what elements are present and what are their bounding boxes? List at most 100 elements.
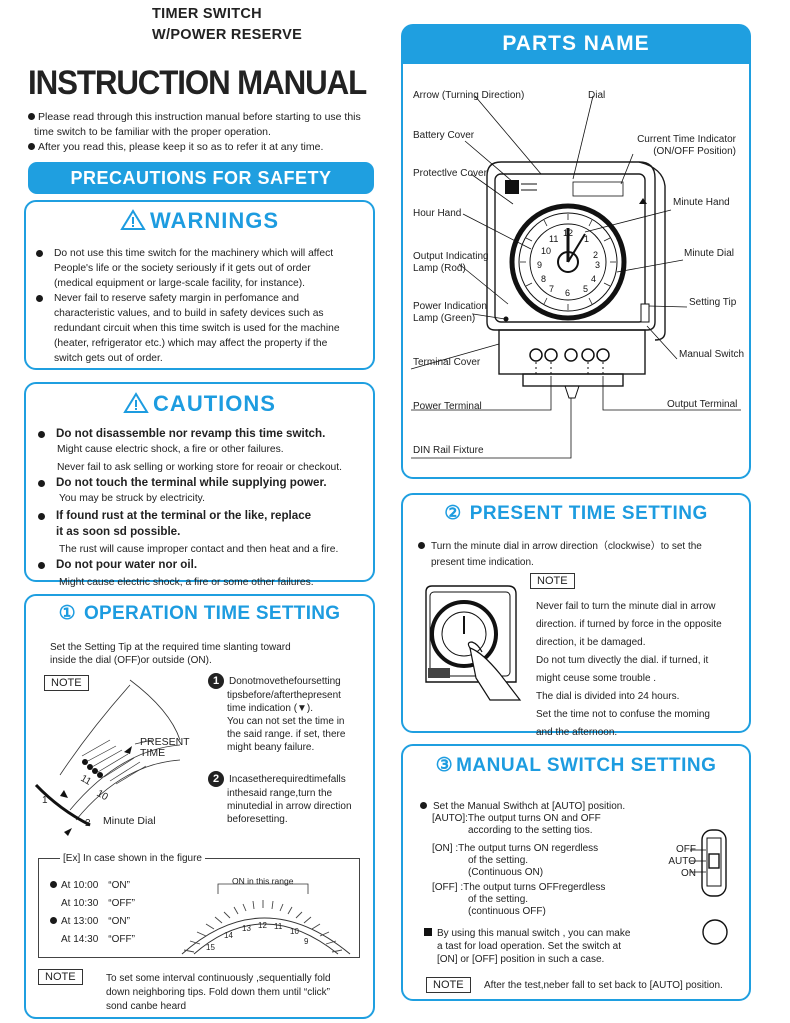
bullet-icon bbox=[50, 881, 57, 888]
bullet-icon bbox=[36, 295, 43, 302]
label-terminal-cover: Terminal Cover bbox=[413, 357, 481, 368]
step-2-icon: 2 bbox=[208, 771, 224, 787]
label-output-lamp: Output Indicating Lamp (Rod) bbox=[413, 251, 489, 274]
cautions-title: CAUTIONS bbox=[24, 391, 375, 417]
hand-turning-dial-figure bbox=[425, 585, 522, 701]
svg-text:10: 10 bbox=[95, 788, 111, 803]
manual-switch-panel bbox=[401, 744, 751, 1001]
svg-text:11: 11 bbox=[549, 234, 558, 244]
manual-switch-title-text: MANUAL SWITCH SETTING bbox=[456, 755, 717, 776]
warnings-title: WARNINGS bbox=[24, 208, 375, 234]
on-range-dial-figure: 15 14 13 12 11 10 9 bbox=[181, 883, 351, 955]
intro-p2: After you read this, please keep it so a… bbox=[38, 141, 324, 153]
cautions-panel bbox=[24, 382, 375, 582]
label-power-lamp: Power Indication Lamp (Green) bbox=[413, 301, 487, 324]
caution-1: Do not disassemble nor revamp this time … bbox=[56, 427, 326, 440]
bullet-icon bbox=[38, 431, 45, 438]
svg-text:11: 11 bbox=[274, 922, 283, 931]
manual-test-text: By using this manual switch , you can ma… bbox=[424, 927, 664, 966]
svg-text:7: 7 bbox=[549, 284, 554, 294]
warning-triangle-icon bbox=[123, 392, 149, 413]
svg-text:1: 1 bbox=[584, 234, 589, 244]
bullet-icon bbox=[28, 113, 35, 120]
bullet-icon bbox=[50, 917, 57, 924]
present-note-text: Never fail to turn the minute dial in ar… bbox=[536, 601, 722, 738]
bullet-icon bbox=[38, 562, 45, 569]
warning-triangle-icon bbox=[120, 209, 146, 230]
manual-note-label: NOTE bbox=[426, 977, 471, 993]
intro-p1b: time switch to be familiar with the prop… bbox=[34, 126, 271, 138]
warning-item-2: Never fail to reserve safety margin in p… bbox=[54, 293, 340, 364]
svg-text:10: 10 bbox=[541, 246, 551, 256]
manual-note-text: After the test,neber fall to set back to… bbox=[484, 980, 723, 991]
bullet-icon bbox=[418, 542, 425, 549]
operation-title-text: OPERATION TIME SETTING bbox=[83, 603, 341, 624]
step-1-icon: 1 bbox=[208, 673, 224, 689]
on-range-label: ON in this range bbox=[232, 876, 294, 886]
svg-text:1: 1 bbox=[42, 795, 48, 806]
caution-3: If found rust at the terminal or the lik… bbox=[56, 509, 312, 538]
svg-text:10: 10 bbox=[290, 927, 299, 936]
svg-text:5: 5 bbox=[583, 284, 588, 294]
caution-2: Do not touch the terminal while supplyin… bbox=[56, 476, 327, 489]
bullet-icon bbox=[38, 480, 45, 487]
intro-p1a: Please read through this instruction man… bbox=[38, 111, 361, 123]
label-protective-cover: Protectlve Cover bbox=[413, 168, 487, 179]
manual-switch-figure bbox=[690, 829, 728, 945]
number-1-icon: ① bbox=[58, 603, 76, 624]
bullet-icon bbox=[38, 513, 45, 520]
number-2-icon: ② bbox=[444, 503, 462, 524]
bullet-icon bbox=[36, 250, 43, 257]
operation-note2-label: NOTE bbox=[38, 969, 83, 985]
dial-setting-figure: 2 11 10 1 bbox=[34, 679, 181, 836]
operation-intro: Set the Setting Tip at the required time… bbox=[50, 642, 291, 666]
label-hour-hand: Hour Hand bbox=[413, 208, 462, 219]
example-list: At 10:00“ON” At 10:30“OFF” At 13:00“ON” … bbox=[50, 877, 135, 949]
label-power-terminal: Power Terminal bbox=[413, 401, 482, 412]
present-note-label: NOTE bbox=[530, 573, 575, 589]
bullet-icon bbox=[28, 143, 35, 150]
label-minute-dial: Minute Dial bbox=[684, 248, 735, 259]
present-intro: Turn the minute dial in arrow direction（… bbox=[418, 540, 743, 569]
svg-text:3: 3 bbox=[595, 260, 600, 270]
svg-text:15: 15 bbox=[206, 943, 215, 952]
operation-panel bbox=[24, 594, 375, 1019]
present-time-panel bbox=[401, 493, 751, 733]
parts-panel bbox=[401, 60, 751, 479]
square-bullet-icon bbox=[424, 928, 432, 936]
label-battery-cover: Battery Cover bbox=[413, 130, 475, 141]
warnings-panel bbox=[24, 200, 375, 370]
label-output-terminal: Output Terminal bbox=[667, 399, 738, 410]
svg-text:14: 14 bbox=[224, 931, 233, 940]
label-arrow: Arrow (Turning Direction) bbox=[413, 90, 525, 101]
operation-note-label: NOTE bbox=[44, 675, 89, 691]
minute-dial-label: Minute Dial bbox=[103, 815, 156, 827]
label-current-time-indicator: Current Time Indicator (ON/OFF Position) bbox=[637, 134, 736, 157]
switch-position-labels: OFF AUTO ON bbox=[668, 844, 696, 879]
label-din-rail: DIN Rail Fixture bbox=[413, 445, 484, 456]
label-setting-tip: Setting Tip bbox=[689, 297, 737, 308]
svg-text:4: 4 bbox=[591, 274, 596, 284]
svg-text:8: 8 bbox=[541, 274, 546, 284]
operation-title: ① OPERATION TIME SETTING bbox=[24, 602, 375, 625]
number-3-icon: ③ bbox=[435, 755, 454, 776]
svg-text:12: 12 bbox=[563, 228, 573, 238]
svg-text:11: 11 bbox=[79, 773, 94, 788]
operation-note2-text: To set some interval continuously ,seque… bbox=[106, 973, 331, 1012]
label-manual-switch: Manual Switch bbox=[679, 349, 745, 360]
intro-text: Please read through this instruction man… bbox=[28, 110, 373, 155]
svg-text:6: 6 bbox=[565, 288, 570, 298]
label-minute-hand: Minute Hand bbox=[673, 197, 730, 208]
header-line-1: TIMER SWITCH bbox=[152, 6, 262, 22]
warning-item-1: Do not use this time switch for the mach… bbox=[54, 248, 334, 289]
warnings-title-text: WARNINGS bbox=[150, 208, 279, 233]
svg-text:13: 13 bbox=[242, 924, 251, 933]
cautions-title-text: CAUTIONS bbox=[153, 391, 276, 416]
cautions-list: Do not disassemble nor revamp this time … bbox=[38, 426, 373, 590]
parts-name-heading: PARTS NAME bbox=[401, 24, 751, 64]
